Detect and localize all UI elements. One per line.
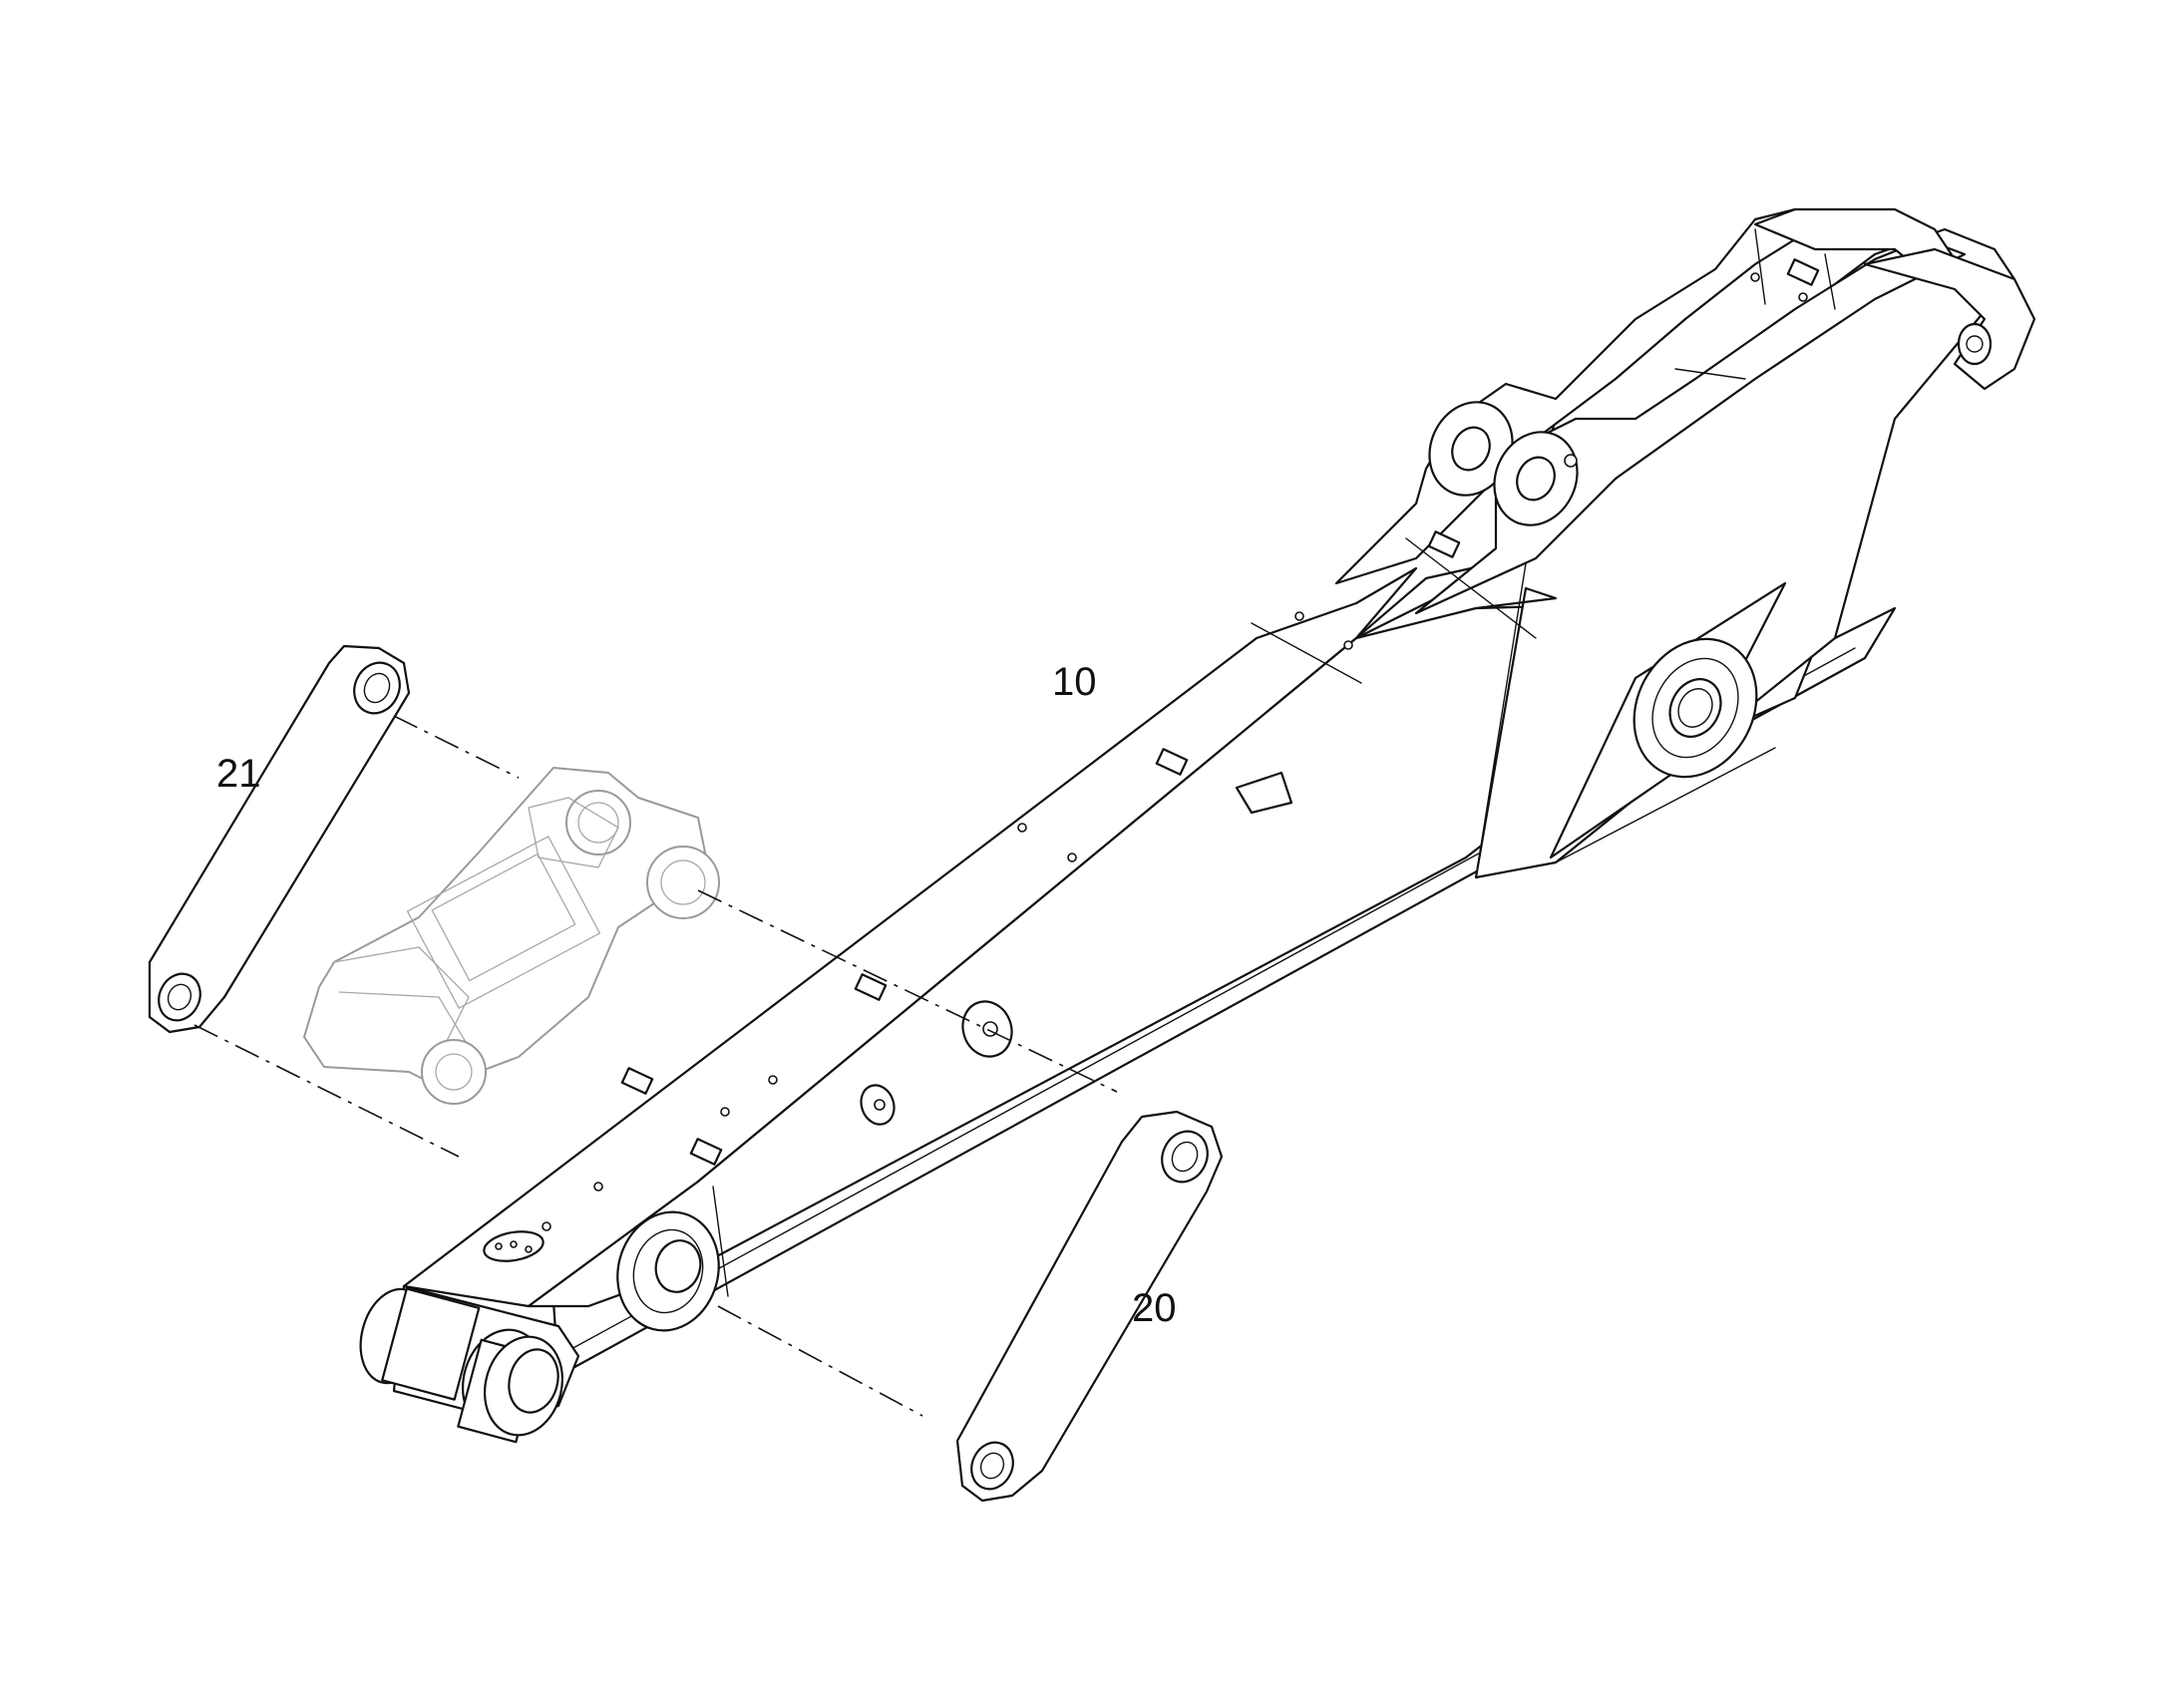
boom-foot-end xyxy=(359,1186,729,1444)
ghost-coupler-assembly xyxy=(303,767,720,1105)
callout-boom: 10 xyxy=(1052,660,1097,704)
assembly-leader-lines xyxy=(193,715,1118,1417)
callout-link-upper: 21 xyxy=(216,752,261,796)
boom-arm xyxy=(402,207,2036,1378)
link-part-20 xyxy=(955,1110,1224,1503)
link-part-21 xyxy=(148,644,411,1034)
callout-link-lower: 20 xyxy=(1132,1286,1177,1330)
boom-fittings xyxy=(483,258,1820,1262)
